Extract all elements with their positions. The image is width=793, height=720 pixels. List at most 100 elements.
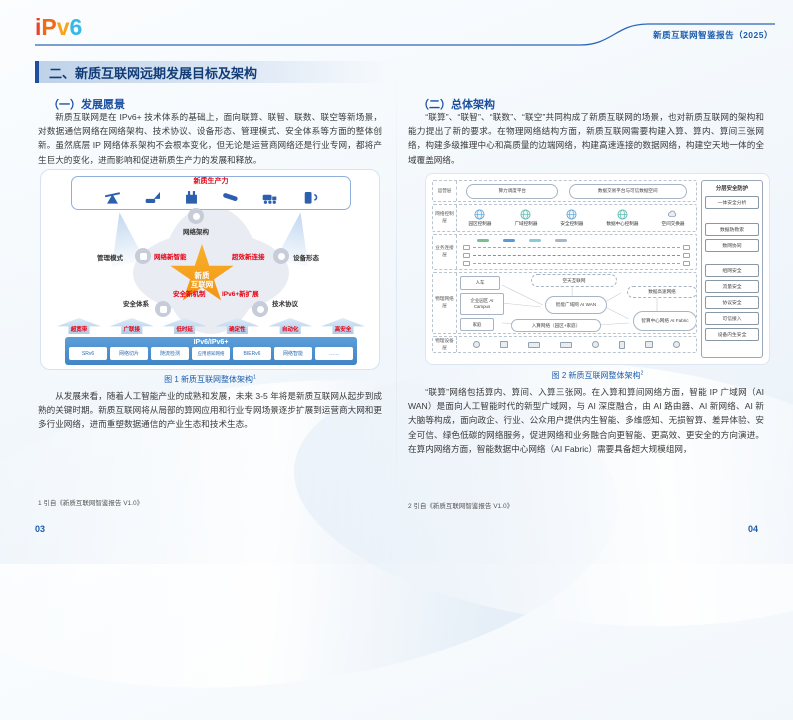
industry-icons <box>72 186 350 208</box>
page-fold-divider <box>396 60 397 500</box>
endpoint-icon <box>463 252 470 258</box>
layer-label: 运营层 <box>433 181 457 201</box>
caption-text: 图 2 新质互联网整体架构 <box>551 371 641 380</box>
layer-label: 网络控制层 <box>433 205 457 231</box>
controller: 园区控制器 <box>468 209 491 227</box>
right-paragraph-1: “联算”、“联智”、“联数”、“联空”共同构成了新质互联网的场景，也对新质互联网… <box>408 112 764 165</box>
dashed-link <box>473 262 680 264</box>
vehicle-device-icon <box>592 341 599 348</box>
capability-arrow-label: 广联接 <box>123 327 141 333</box>
logo-letter: v <box>56 14 70 40</box>
security-item: 一体安全分析 <box>705 196 759 209</box>
network-cloud: 智能广域网 AI WAN <box>545 296 607 314</box>
security-item: 数据防勒索 <box>705 223 759 236</box>
controller-label: 园区控制器 <box>468 221 492 226</box>
capability-arrow-label: 确定性 <box>229 327 246 333</box>
ipv6-logo: iPv6 <box>35 14 82 41</box>
protocol-chip: 网络智能 <box>274 347 312 360</box>
figure-1: 新质生产力 网络架构 管理模式 网络新智能 超效新连接 设备形态 新质 互联网 … <box>40 169 380 370</box>
section-title: 二、新质互联网远期发展目标及架构 <box>49 65 258 81</box>
endpoint-icon <box>463 260 470 266</box>
mixer-truck-icon <box>263 194 277 204</box>
page-number-left: 03 <box>35 524 46 534</box>
cloud-platform: 算力调度平台 <box>466 183 559 199</box>
site-box: 人车 <box>460 276 500 290</box>
controller-label: 数据中心控制器 <box>606 221 639 226</box>
node-label: 安全体系 <box>123 301 149 308</box>
caption-superscript: 2 <box>640 370 644 377</box>
endpoint-icon <box>683 252 690 258</box>
network-architecture-icon <box>188 208 204 224</box>
camera-device-icon <box>473 341 480 348</box>
cloud-exchange-icon <box>668 210 677 217</box>
layer-row-devices: 物理设备层 <box>432 336 697 353</box>
capability-arrow-label: 超宽带 <box>70 327 88 333</box>
monitor-device-icon <box>560 341 572 348</box>
connection-line <box>463 252 690 258</box>
node-label: 管理模式 <box>97 255 123 262</box>
dashed-link <box>473 246 680 248</box>
layer-label: 物理网络层 <box>433 273 457 333</box>
header-divider-line <box>35 23 775 46</box>
network-cloud: 数据高速网络 <box>627 286 696 298</box>
layer-row-operation: 运营层 算力调度平台 数据交易平台与可信数据空间 <box>432 180 697 202</box>
iot-device-icon <box>673 341 680 348</box>
layer-label: 物理设备层 <box>433 337 457 352</box>
endpoint-icon <box>683 244 690 250</box>
node-label: 设备形态 <box>293 255 319 262</box>
pipeline-icon <box>223 192 238 201</box>
report-title: 新质互联网智鉴报告（2025） <box>653 30 773 40</box>
charging-pile-icon <box>304 191 317 204</box>
capability-arrow: 超宽带 <box>57 318 101 334</box>
capability-arrow: 高安全 <box>320 318 365 334</box>
robot-device-icon <box>645 341 653 348</box>
right-paragraph-2: “联算”网络包括算内、算间、入算三张网。在入算和算间网络方面，智能 IP 广域网… <box>408 387 764 454</box>
capability-arrow-label: 高安全 <box>334 327 352 333</box>
security-system-icon <box>155 301 171 317</box>
factory-icon <box>185 190 197 204</box>
capability-arrow: 自动化 <box>268 318 313 334</box>
security-item: 可信接入 <box>705 312 759 325</box>
endpoint-icon <box>463 244 470 250</box>
security-item: 协议安全 <box>705 296 759 309</box>
capability-arrow: 确定性 <box>215 318 260 334</box>
controller-label: 安全控制器 <box>560 221 584 226</box>
figure-2: 运营层 算力调度平台 数据交易平台与可信数据空间 网络控制层 园区控制器 广域控… <box>425 173 770 365</box>
globe-icon <box>566 209 577 220</box>
pumpjack-icon <box>105 191 121 204</box>
protocol-chip: SRv6 <box>69 347 107 360</box>
layer-row-physical-network: 物理网络层 人车 企业园区 AI Campus 家庭 空天互联网 数据高速网络 … <box>432 272 697 334</box>
protocol-chip: …… <box>315 347 353 360</box>
caption-text: 图 1 新质互联网整体架构 <box>164 375 254 384</box>
logo-letter: 6 <box>69 14 83 40</box>
protocol-chip: 随流检测 <box>151 347 189 360</box>
layer-label: 业务连接层 <box>433 235 457 269</box>
ipv6-bar-title: IPv6/IPv6+ <box>193 339 229 346</box>
network-cloud: 入算网络（园区+家庭） <box>511 319 601 332</box>
red-capability-label: 网络新智能 <box>154 254 187 261</box>
controller: 安全控制器 <box>560 209 583 227</box>
right-heading: （二）总体架构 <box>418 99 495 111</box>
globe-icon <box>475 209 485 220</box>
layer-row-connection: 业务连接层 <box>432 234 697 270</box>
legend-chip-blue <box>503 238 515 242</box>
security-item: 组网安全 <box>705 264 759 277</box>
phone-device-icon <box>619 340 625 349</box>
connection-legend <box>463 238 690 242</box>
left-footnote: 1 引自《新质互联网智鉴报告 V1.0》 <box>38 500 144 507</box>
productivity-title: 新质生产力 <box>193 178 229 185</box>
productivity-box: 新质生产力 <box>71 176 351 210</box>
left-paragraph-2: 从发展来看，随着人工智能产业的成熟和发展，未来 3-5 年将是新质互联网从起步到… <box>38 391 382 430</box>
controller: 数据中心控制器 <box>606 209 639 227</box>
logo-letter: i <box>35 14 42 40</box>
terminal-device-icon <box>500 341 508 348</box>
legend-chip-gray <box>555 238 567 242</box>
security-item: 数网协同 <box>705 239 759 252</box>
layer-row-control: 网络控制层 园区控制器 广域控制器 安全控制器 数据中心控制器 <box>432 204 697 232</box>
node-label: 网络架构 <box>183 229 209 236</box>
red-capability-label: 安全新机制 <box>173 291 206 298</box>
device-form-icon <box>273 248 289 264</box>
protocol-chip: 应用感知网络 <box>192 347 230 360</box>
cloud-platform: 数据交易平台与可信数据空间 <box>568 183 687 199</box>
controller-label: 广域控制器 <box>514 221 538 226</box>
